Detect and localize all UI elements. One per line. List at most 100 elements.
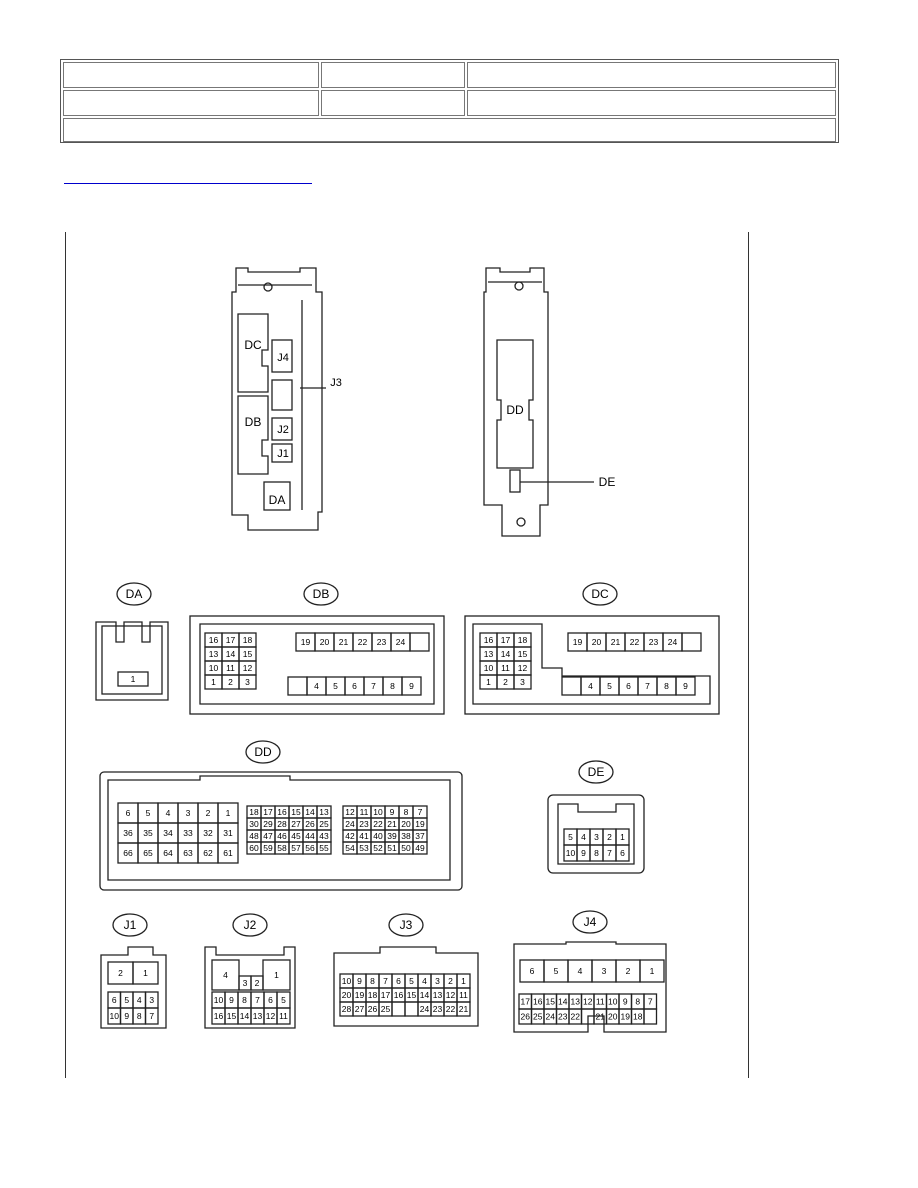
pin-label: 10: [209, 663, 219, 673]
pin-label: 6: [126, 808, 131, 818]
pin-label: 11: [226, 663, 235, 673]
connector-name: J1: [124, 918, 137, 932]
pin-label: 1: [226, 808, 231, 818]
connector-badge: [116, 582, 152, 606]
pin-label: 18: [243, 635, 253, 645]
connector-dd-inner: [107, 775, 451, 881]
pin-label: 7: [648, 997, 653, 1007]
connector-badge: [232, 913, 268, 937]
pin-label: 10: [214, 995, 224, 1005]
pin-label: 3: [594, 832, 599, 842]
pin-label: 24: [546, 1012, 556, 1022]
pin-label: 17: [521, 997, 531, 1007]
connector-name: J3: [400, 918, 413, 932]
pin-cell: [456, 1001, 471, 1017]
pin-label: 5: [607, 681, 612, 691]
pin-label: 4: [578, 966, 583, 976]
view-label-j2: J2: [277, 424, 289, 436]
pin-label: 13: [571, 997, 581, 1007]
pin-label: 2: [118, 968, 123, 978]
pin-label: 9: [623, 997, 628, 1007]
pin-cell: [409, 632, 430, 652]
pin-label: 16: [533, 997, 543, 1007]
pin-label: 5: [333, 681, 338, 691]
page-link-underline: [64, 183, 312, 184]
pin-label: 64: [163, 848, 173, 858]
pin-label: 11: [596, 997, 605, 1007]
view-label-j4: J4: [277, 352, 289, 364]
pin-cell: [412, 841, 428, 855]
pin-label: 22: [571, 1012, 581, 1022]
pin-label: 13: [484, 649, 494, 659]
header-cell: [63, 90, 319, 116]
pin-label: 20: [592, 637, 602, 647]
pin-label: 4: [581, 832, 586, 842]
pin-label: 7: [255, 995, 260, 1005]
pin-label: 47: [263, 831, 273, 841]
pin-label: 28: [277, 819, 287, 829]
pin-label: 43: [319, 831, 329, 841]
pin-label: 2: [448, 976, 453, 986]
pin-label: 18: [368, 990, 378, 1000]
pin-cell: [316, 841, 332, 855]
pin-label: 7: [645, 681, 650, 691]
pin-label: 23: [359, 819, 369, 829]
pin-label: 53: [359, 843, 369, 853]
pin-label: 17: [501, 635, 511, 645]
pin-label: 2: [255, 978, 260, 988]
pin-label: 8: [370, 976, 375, 986]
pin-label: 16: [214, 1011, 224, 1021]
pin-label: 30: [249, 819, 259, 829]
pin-label: 8: [635, 997, 640, 1007]
pin-label: 4: [137, 995, 142, 1005]
pin-label: 10: [608, 997, 618, 1007]
pin-label: 3: [149, 995, 154, 1005]
pin-label: 4: [422, 976, 427, 986]
pin-label: 7: [418, 807, 423, 817]
pin-cell: [675, 676, 696, 696]
pin-label: 12: [266, 1011, 276, 1021]
pin-label: 6: [268, 995, 273, 1005]
connector-j4-housing: [513, 941, 667, 1033]
pin-label: 3: [602, 966, 607, 976]
pin-label: 26: [368, 1004, 378, 1014]
pin-label: 18: [249, 807, 259, 817]
connector-j1-housing: [100, 946, 167, 1029]
pin-label: 9: [357, 976, 362, 986]
pin-label: 17: [226, 635, 236, 645]
pin-label: 17: [381, 990, 391, 1000]
pin-label: 5: [124, 995, 129, 1005]
pin-label: 10: [373, 807, 383, 817]
connector-badge: [388, 913, 424, 937]
pin-label: 4: [166, 808, 171, 818]
view-label-dd: DD: [506, 403, 524, 417]
pin-label: 2: [503, 677, 508, 687]
pin-label: 44: [305, 831, 315, 841]
connector-j2-housing: [204, 946, 296, 1029]
pin-label: 48: [249, 831, 259, 841]
pin-label: 8: [404, 807, 409, 817]
pin-cell: [404, 1001, 419, 1017]
pin-label: 32: [203, 828, 213, 838]
pin-label: 1: [620, 832, 625, 842]
connector-badge: [112, 913, 148, 937]
pin-label: 12: [583, 997, 593, 1007]
connector-dd-housing: [99, 771, 463, 891]
pin-label: 1: [461, 976, 466, 986]
pin-label: 7: [383, 976, 388, 986]
pin-cell: [144, 1007, 159, 1025]
connector-name: DB: [313, 587, 330, 601]
pin-label: 7: [607, 848, 612, 858]
pin-label: 17: [263, 807, 273, 817]
connector-dc-housing: [464, 615, 720, 715]
pin-label: 16: [394, 990, 404, 1000]
pin-label: 11: [360, 807, 369, 817]
pin-label: 1: [650, 966, 655, 976]
pin-label: 14: [501, 649, 511, 659]
pin-label: 13: [319, 807, 329, 817]
pin-label: 12: [243, 663, 253, 673]
pin-label: 10: [110, 1011, 120, 1021]
pin-label: 9: [229, 995, 234, 1005]
pin-label: 26: [305, 819, 315, 829]
pin-label: 9: [124, 1011, 129, 1021]
